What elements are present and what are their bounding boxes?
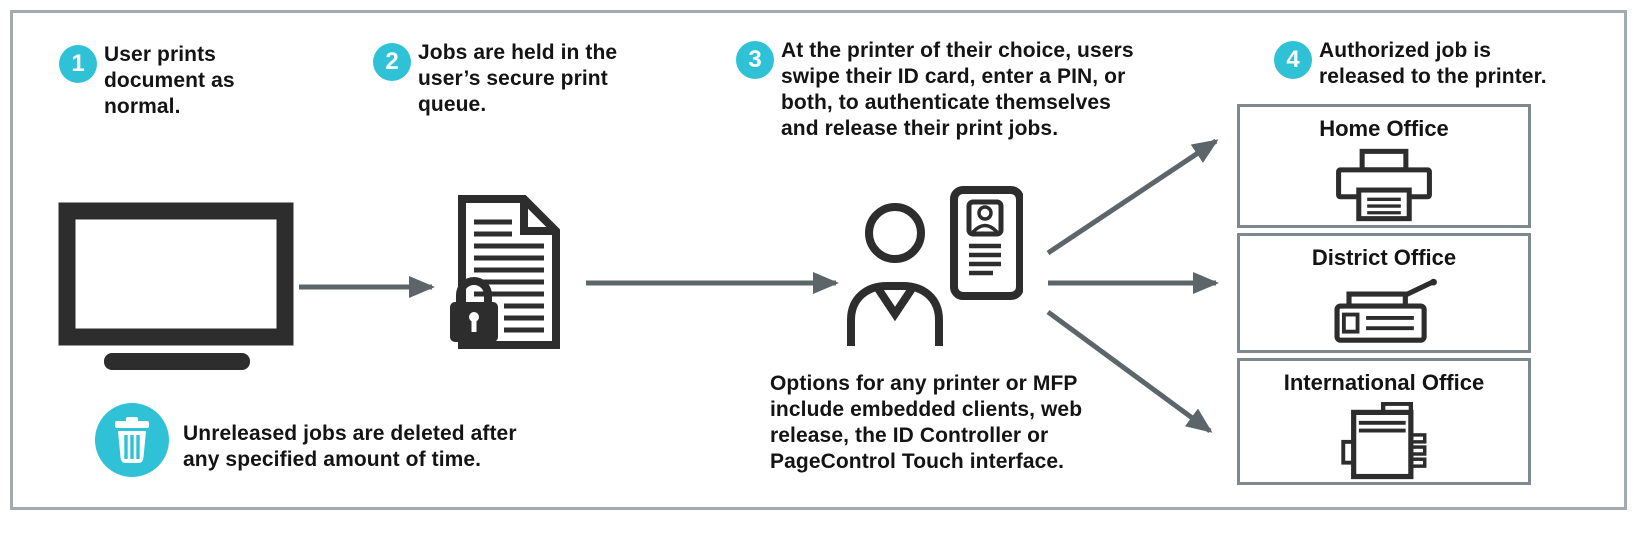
monitor-icon [58, 202, 294, 377]
step-4-badge: 4 [1274, 41, 1312, 79]
step-3-text: At the printer of their choice, users sw… [781, 39, 1134, 140]
step-2-badge: 2 [373, 43, 411, 81]
locked-document-icon [450, 194, 568, 355]
step-1-badge: 1 [59, 45, 97, 83]
step-3-number: 3 [748, 46, 762, 73]
step-2-number: 2 [385, 48, 399, 75]
deletion-note: Unreleased jobs are deleted after any sp… [183, 422, 517, 471]
step-4-number: 4 [1286, 46, 1300, 73]
id-card-icon [950, 186, 1024, 300]
step-1-number: 1 [71, 50, 85, 77]
office-box-international: International Office [1237, 358, 1531, 485]
office-title-home: Home Office [1319, 116, 1449, 141]
user-id-card-icon [845, 186, 1024, 353]
step-3-badge: 3 [736, 41, 774, 79]
office-box-district: District Office [1237, 233, 1531, 353]
step-1-text: User prints document as normal. [104, 43, 235, 118]
office-box-home: Home Office [1237, 104, 1531, 228]
step-4-text: Authorized job is released to the printe… [1319, 39, 1547, 88]
desktop-printer-icon [1333, 148, 1435, 227]
trash-icon [95, 403, 169, 477]
options-note: Options for any printer or MFP include e… [770, 372, 1083, 473]
step-2-text: Jobs are held in the user’s secure print… [418, 41, 618, 116]
copier-icon [1336, 401, 1432, 485]
office-title-district: District Office [1311, 245, 1457, 270]
user-icon [847, 203, 943, 346]
office-title-international: International Office [1283, 370, 1485, 395]
fax-machine-icon [1328, 277, 1440, 352]
